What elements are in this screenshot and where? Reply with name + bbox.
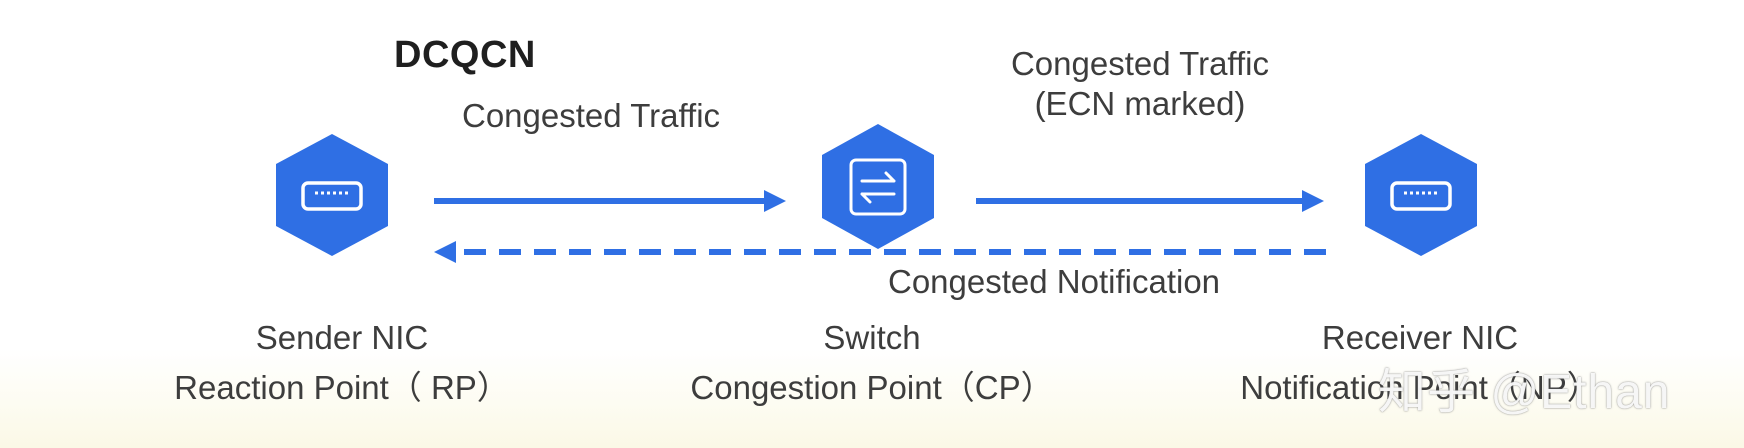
receiver-nic-node [1365, 134, 1477, 256]
diagram-title: DCQCN [394, 34, 536, 76]
switch-label: Switch Congestion Point（CP） [662, 318, 1082, 407]
switch-node [822, 124, 934, 249]
receiver-role: Notification Point（NP） [1240, 368, 1600, 406]
switch-exchange-icon [849, 158, 907, 216]
switch-name: Switch [823, 319, 921, 356]
traffic-arrow-sender-to-switch [434, 190, 786, 212]
traffic-arrow-switch-to-receiver [976, 190, 1324, 212]
receiver-label: Receiver NIC Notification Point（NP） [1200, 318, 1640, 407]
sender-nic-node [276, 134, 388, 256]
sender-label: Sender NIC Reaction Point（ RP） [144, 318, 540, 407]
watermark: 知乎 @Ethan [1378, 366, 1671, 419]
switch-role: Congestion Point（CP） [690, 368, 1054, 406]
receiver-name: Receiver NIC [1321, 319, 1519, 356]
notification-arrow-receiver-to-sender [434, 241, 1326, 263]
sender-name: Sender NIC [255, 319, 429, 356]
nic-port-icon [301, 181, 363, 211]
nic-port-icon [1390, 181, 1452, 211]
ecn-traffic-label-line2: (ECN marked) [1034, 84, 1246, 122]
ecn-traffic-label-line1: Congested Traffic [1010, 45, 1270, 82]
ecn-traffic-label: Congested Traffic (ECN marked) [990, 44, 1290, 123]
sender-role: Reaction Point（ RP） [174, 368, 510, 406]
notification-label: Congested Notification [888, 263, 1221, 300]
forward-traffic-label: Congested Traffic [462, 97, 721, 134]
